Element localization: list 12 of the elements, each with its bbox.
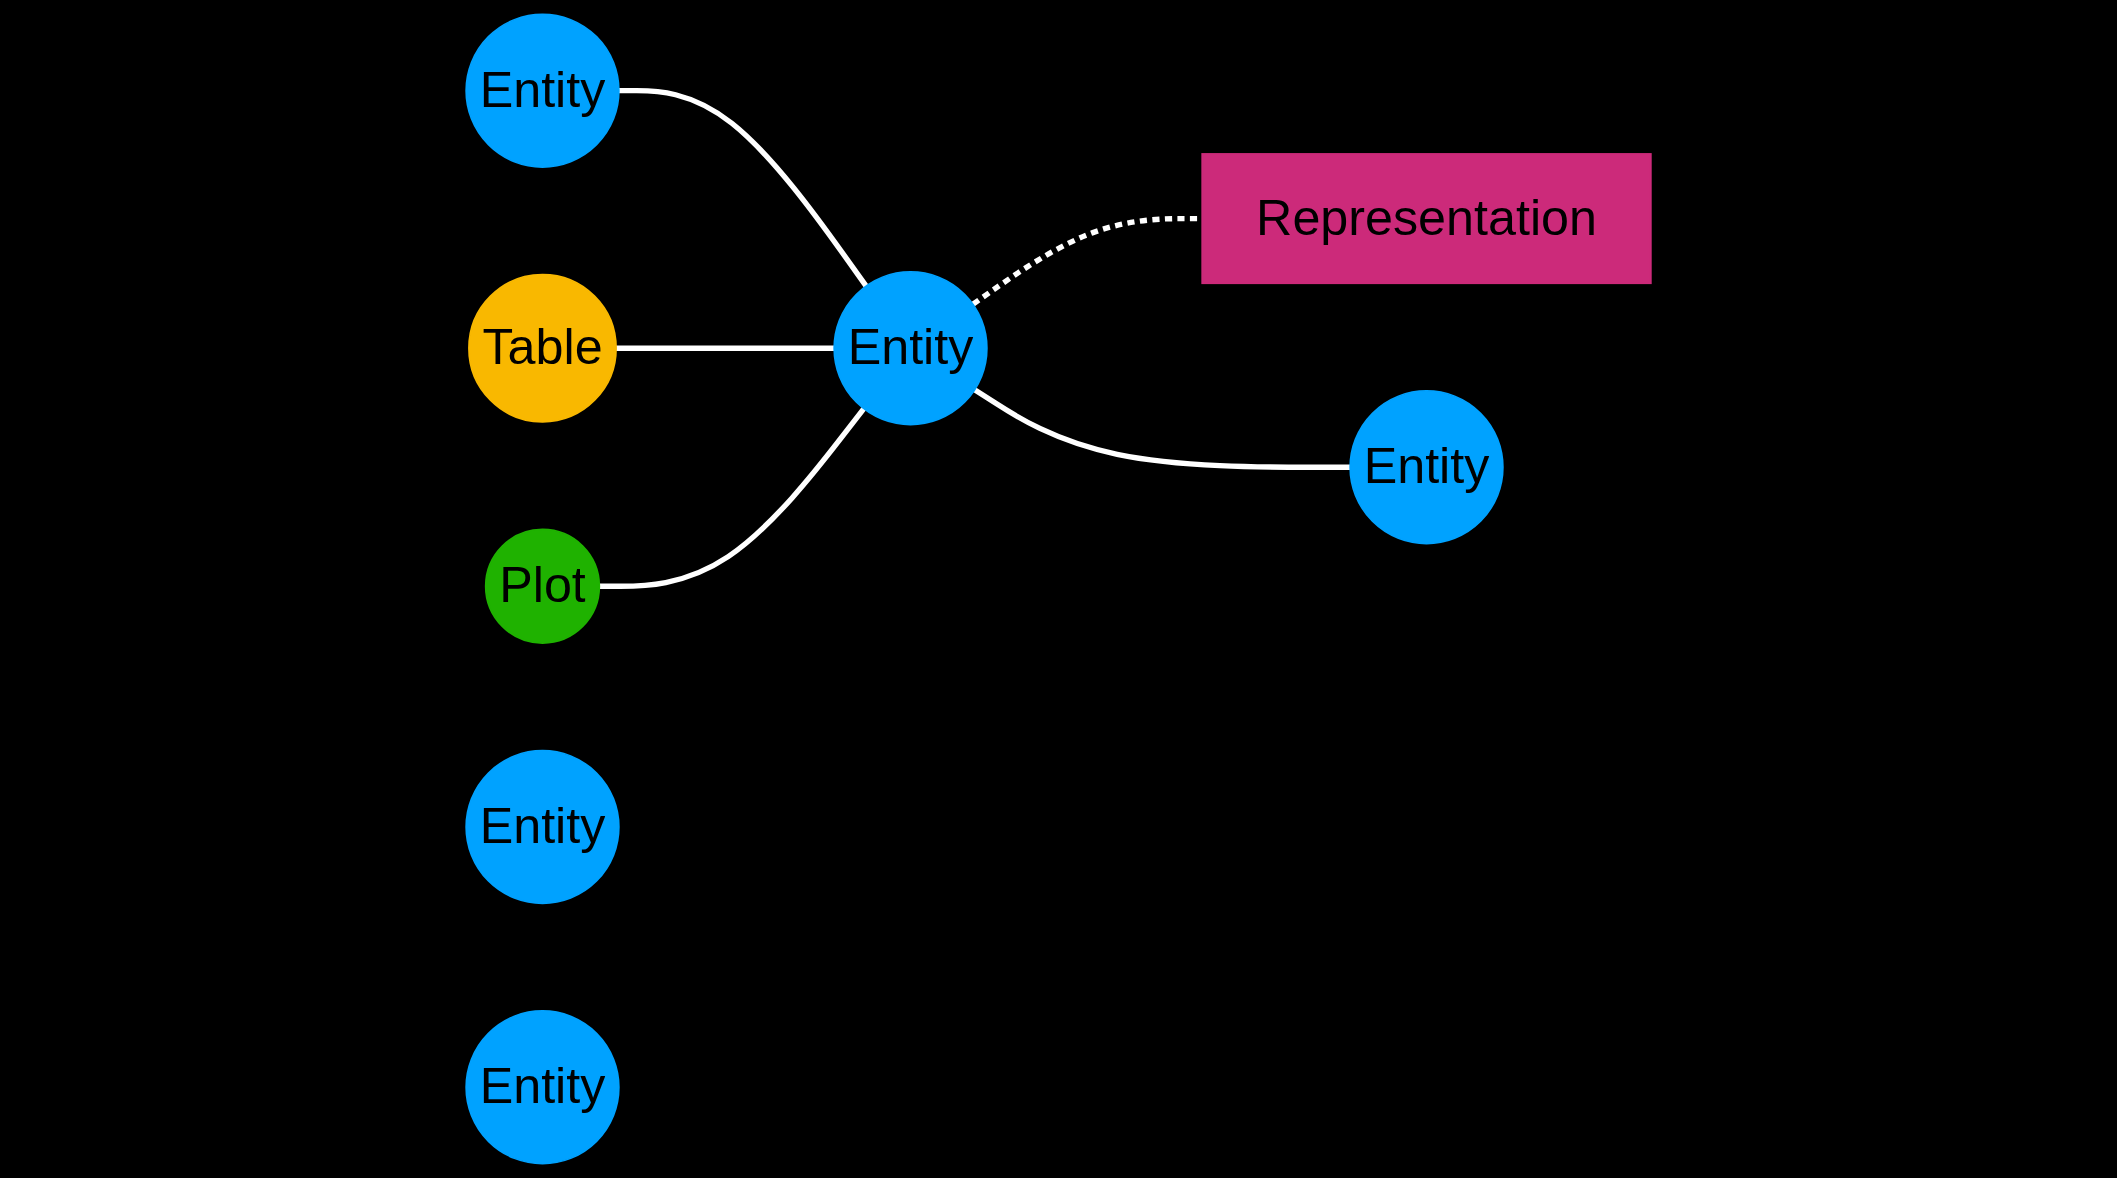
connector <box>618 88 869 288</box>
connector <box>616 345 835 351</box>
node-circle: Entity <box>833 271 988 426</box>
connector <box>973 387 1351 470</box>
node-circle: Plot <box>484 528 601 644</box>
node-circle: Table <box>468 273 617 423</box>
node-circle: Entity <box>465 13 620 168</box>
connector <box>599 406 866 589</box>
node-circle: Entity <box>465 749 620 905</box>
node-circle: Entity <box>1349 390 1504 545</box>
node-box: Representation <box>1201 153 1652 285</box>
node-circle: Entity <box>465 1010 620 1165</box>
